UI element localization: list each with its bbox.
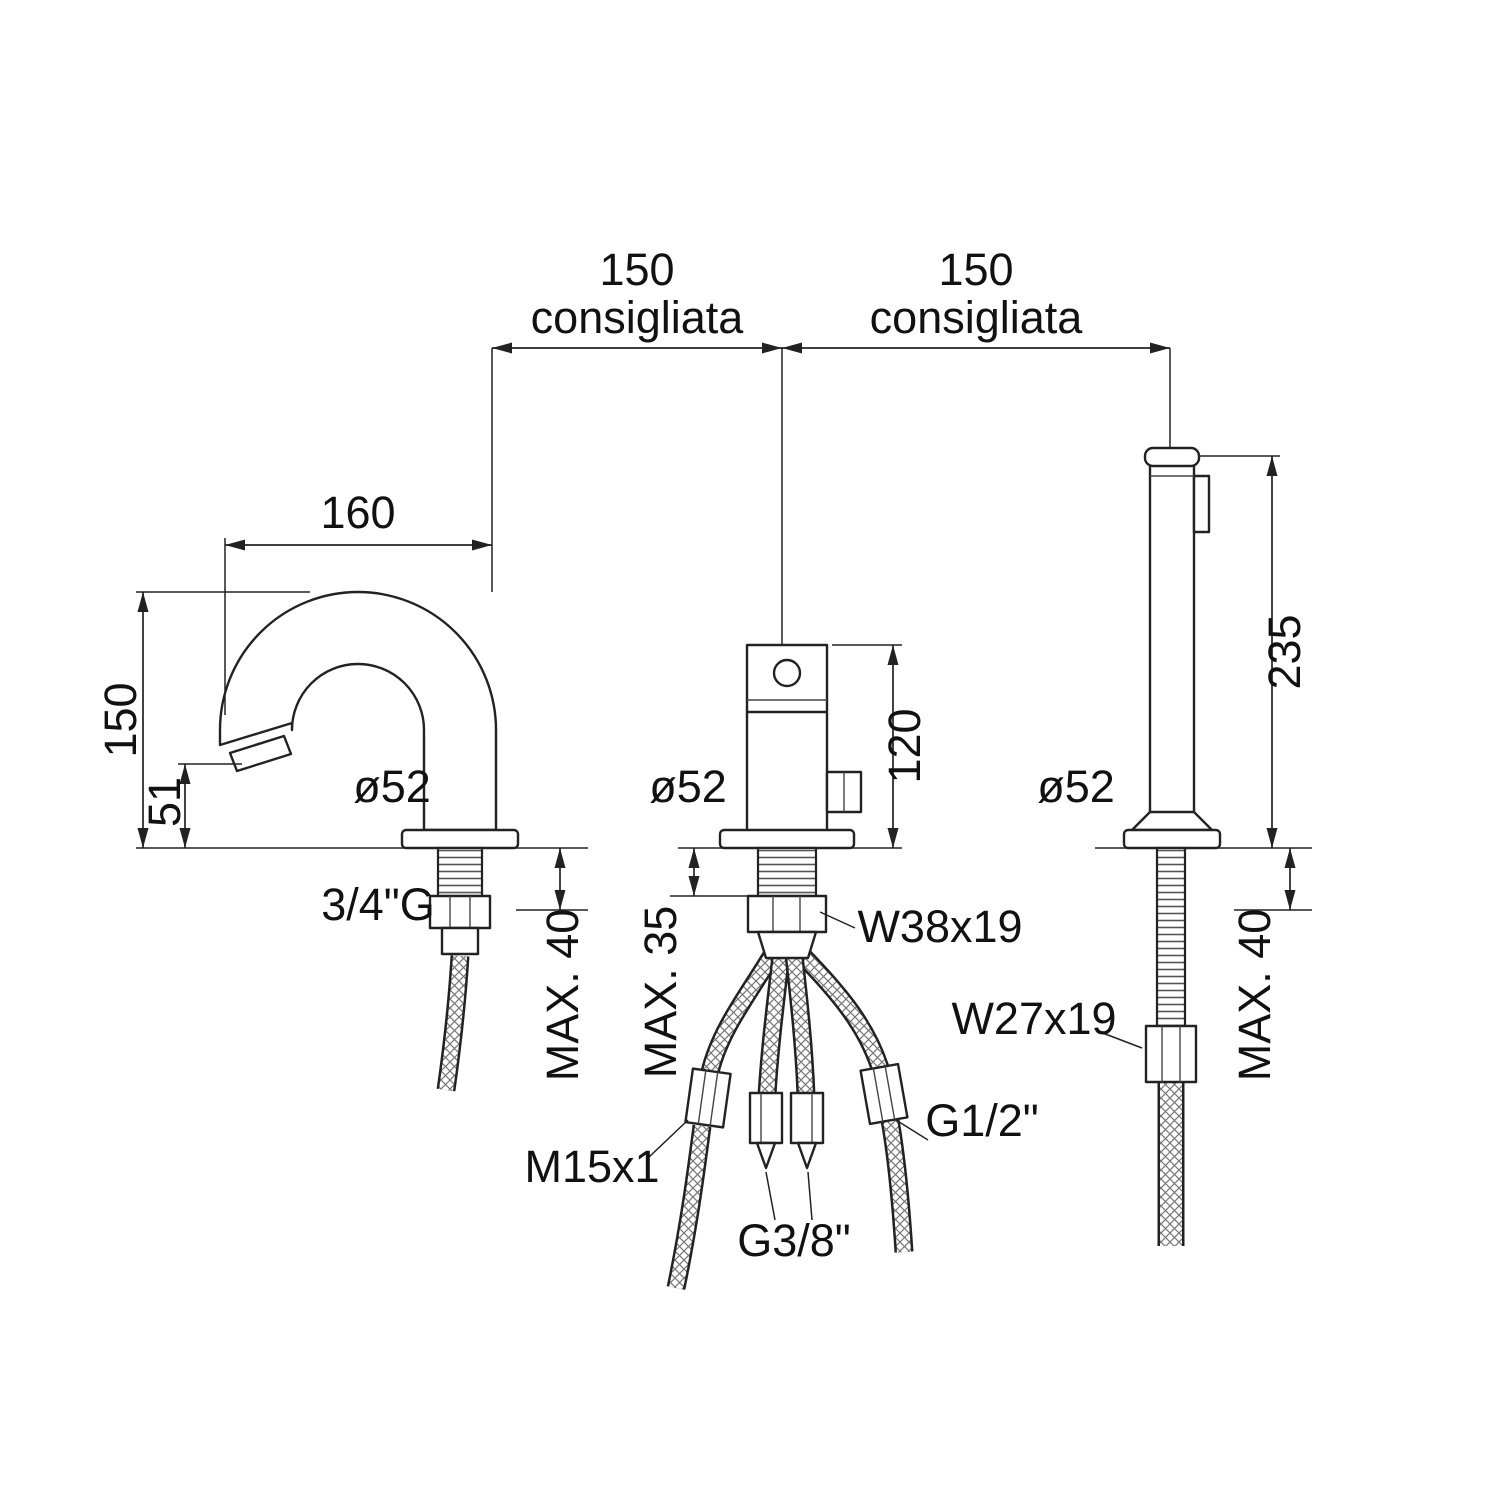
dim-spout-max-deck: MAX. 40	[537, 909, 588, 1082]
dim-top-right-note: consigliata	[870, 292, 1084, 343]
label-hose-right-thread: G1/2"	[925, 1095, 1039, 1146]
handshower-cap	[1143, 446, 1201, 468]
dim-top-left-note: consigliata	[531, 292, 745, 343]
spout-hose-fitting	[440, 926, 480, 956]
dim-handshower-diameter: ø52	[1037, 761, 1115, 812]
dim-handshower-height: 235	[1259, 614, 1310, 689]
dim-spout-outlet-height: 51	[139, 777, 190, 827]
spout-shank	[436, 846, 484, 898]
mixer-button	[772, 658, 802, 688]
handshower-clip	[1192, 474, 1211, 534]
dim-spout-reach: 160	[320, 487, 395, 538]
mixer-nut	[746, 894, 828, 934]
spout-aerator	[228, 734, 293, 773]
mixer-escutcheon	[718, 828, 856, 850]
dim-top-left-value: 150	[599, 244, 674, 295]
dim-mixer-height: 120	[879, 708, 930, 783]
handshower-handle	[1148, 454, 1196, 832]
mixer-fitting-center-left	[748, 1091, 784, 1145]
dim-spout-diameter: ø52	[353, 761, 431, 812]
handshower-escutcheon	[1122, 828, 1222, 850]
mixer-fitting-center-right	[789, 1091, 825, 1145]
handshower-nut	[1144, 1024, 1198, 1084]
label-hose-center-thread: G3/8"	[737, 1215, 851, 1266]
dim-spout-height: 150	[95, 682, 146, 757]
mixer-fitting-right	[859, 1062, 909, 1126]
handshower-figure: 235 ø52 W27x19 MAX. 40	[951, 446, 1312, 1246]
mixer-body	[745, 643, 829, 840]
label-hose-left-thread: M15x1	[524, 1141, 659, 1192]
mixer-manifold	[756, 930, 818, 960]
handshower-shank	[1155, 846, 1187, 1028]
handshower-holder-cone	[1130, 810, 1214, 832]
mixer-shank	[756, 846, 818, 898]
mixer-fitting-left	[684, 1067, 732, 1129]
dim-handshower-max-deck: MAX. 40	[1229, 909, 1280, 1082]
top-dimensions: 150 consigliata 150 consigliata	[491, 244, 1171, 645]
dim-mixer-diameter: ø52	[649, 761, 727, 812]
label-handshower-nut-thread: W27x19	[951, 993, 1116, 1044]
spout-figure: 160 150 51 ø52 3/4"G MAX. 40	[95, 487, 588, 1092]
mixer-figure: 120 ø52 MAX. 35 W38x19 M15x1 G1/2" G3/8"	[524, 643, 1039, 1290]
dim-mixer-max-deck: MAX. 35	[635, 906, 686, 1079]
label-mixer-shank-thread: W38x19	[857, 901, 1022, 952]
dim-top-right-value: 150	[938, 244, 1013, 295]
label-spout-thread: 3/4"G	[321, 879, 435, 930]
spout-nut	[428, 894, 492, 930]
spout-escutcheon	[400, 828, 520, 850]
